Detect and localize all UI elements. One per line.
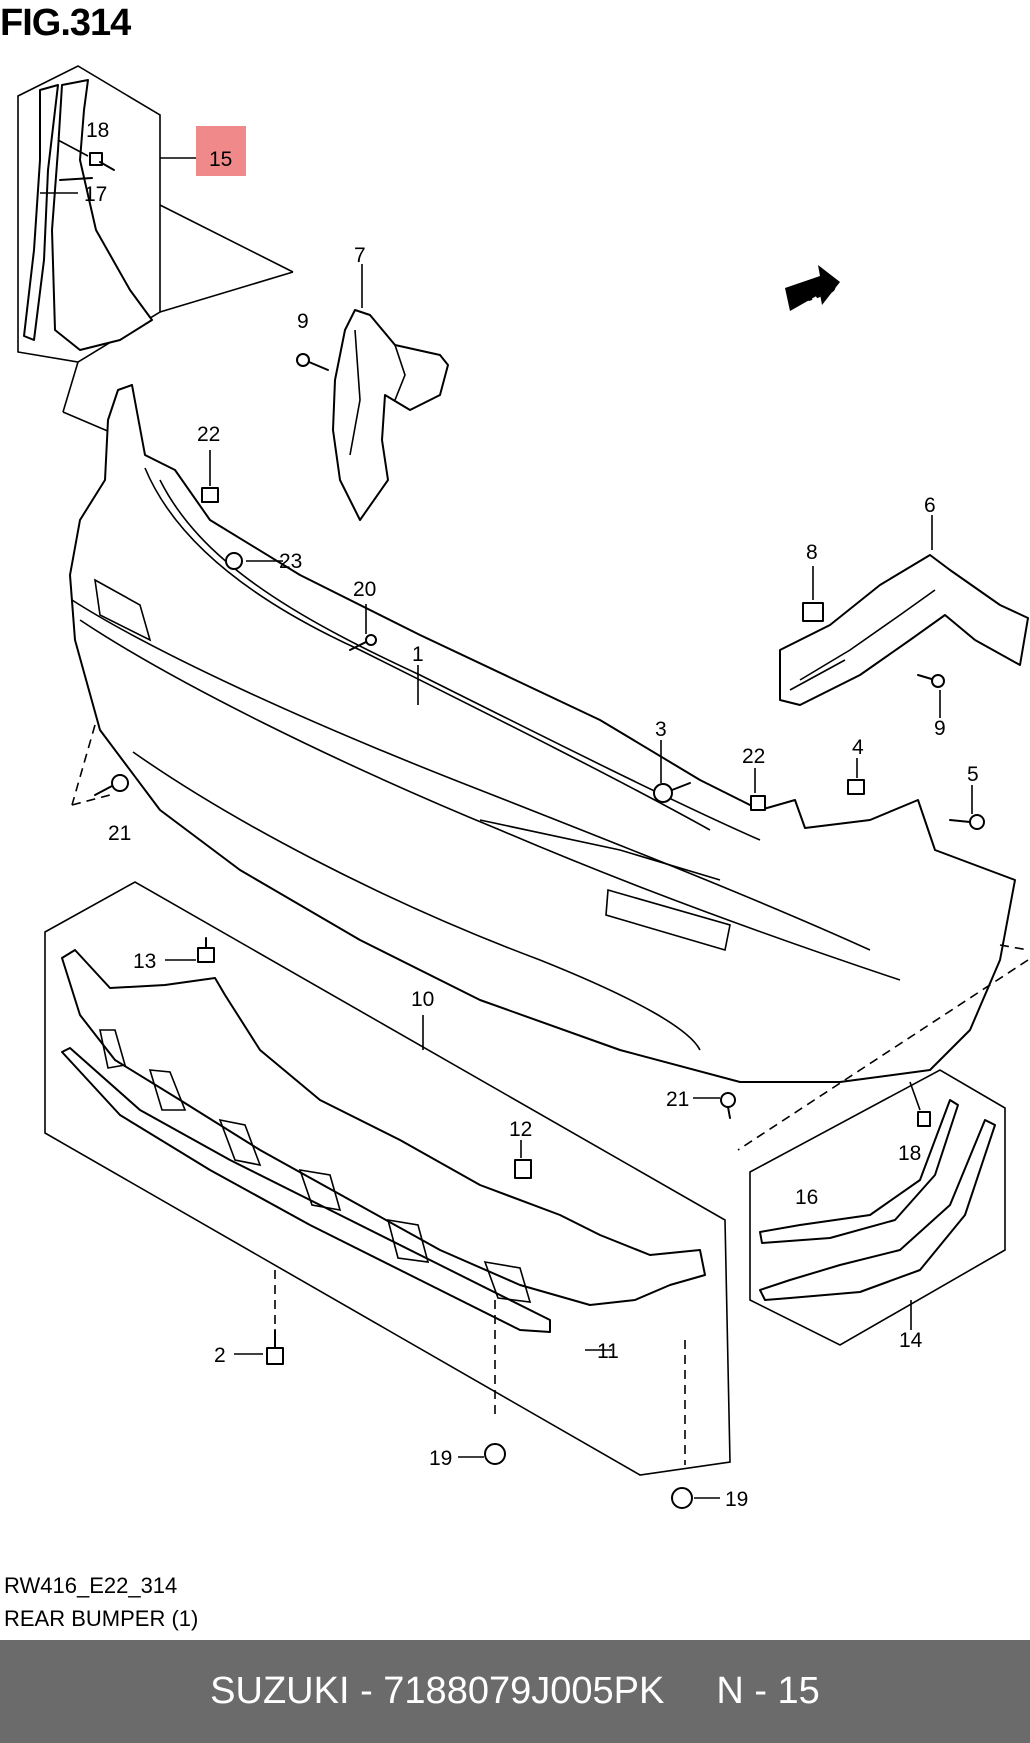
bumper-bracket-6 [779,515,1029,706]
callout-17: 17 [84,183,107,206]
undercover-inset [44,881,731,1476]
diagram-code: RW416_E22_314 [4,1573,178,1598]
callout-13: 13 [133,950,156,973]
callout-12: 12 [509,1118,532,1141]
callout-14: 14 [899,1329,923,1352]
callout-22-lower: 22 [742,745,765,768]
callout-18: 18 [86,119,109,142]
callout-8: 8 [806,541,818,564]
highlight-box-15 [196,126,246,176]
inset-side-brackets [749,1069,1006,1346]
callout-9-lower: 9 [934,717,946,740]
forward-direction-arrow: FWD [785,265,840,311]
part-position: N - 15 [716,1670,820,1712]
callout-15: 15 [209,148,232,171]
callout-9: 9 [297,310,309,333]
diagram-name: REAR BUMPER (1) [4,1606,199,1631]
callout-23: 23 [279,550,302,573]
inset-rear-bracket-assembly [17,65,294,433]
callout-19: 19 [429,1447,452,1470]
callout-7: 7 [354,244,366,267]
callout-5: 5 [967,763,979,786]
callout-1: 1 [412,643,424,666]
callout-19-lower: 19 [725,1488,748,1511]
callout-3: 3 [655,718,667,741]
callout-6: 6 [924,494,936,517]
callout-20: 20 [353,578,376,601]
callout-18-lower: 18 [898,1142,921,1165]
callout-10: 10 [411,988,434,1011]
callout-21: 21 [108,822,131,845]
callout-22: 22 [197,423,220,446]
callout-4: 4 [852,736,864,759]
callout-labels: 15 18 17 7 9 22 23 20 1 6 8 9 3 22 4 5 2… [84,119,979,1511]
callout-2: 2 [214,1344,226,1367]
callout-21-lower: 21 [666,1088,689,1111]
brand-part-number: SUZUKI - 7188079J005PK [210,1670,665,1712]
figure-title: FIG.314 [0,2,131,44]
exploded-parts-diagram: FWD [17,65,1029,1511]
fasteners [94,353,985,1509]
rear-bumper-cover [69,384,1029,1151]
bumper-bracket-7 [332,264,449,521]
footer-bar: SUZUKI - 7188079J005PK N - 15 [0,1640,1030,1743]
callout-16: 16 [795,1186,818,1209]
callout-11: 11 [597,1340,619,1363]
